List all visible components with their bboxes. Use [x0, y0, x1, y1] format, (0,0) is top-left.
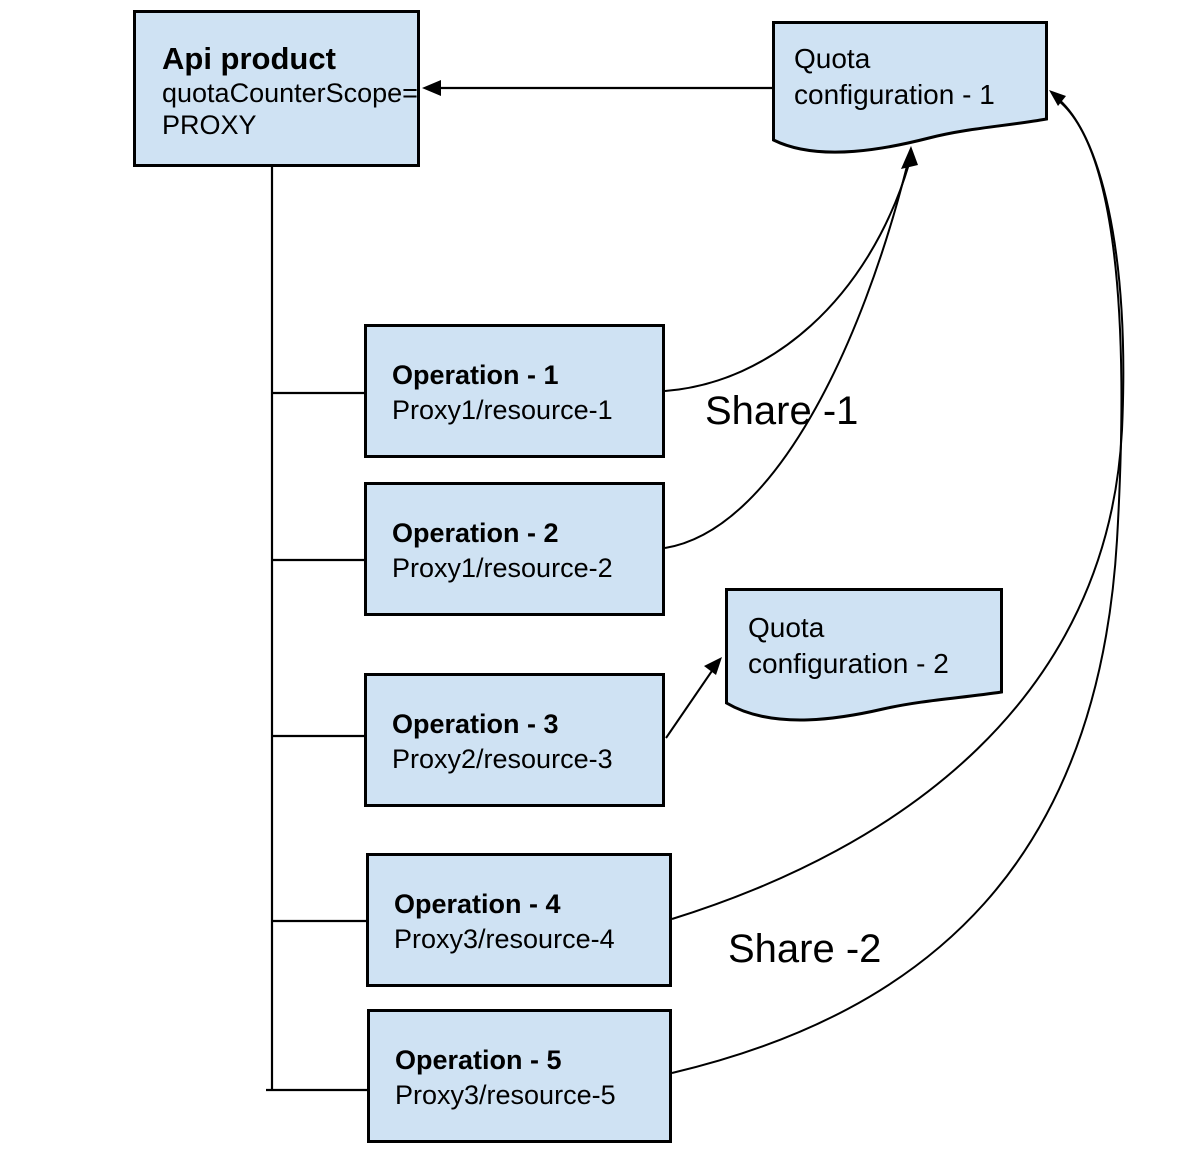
- edge-label-share-2: Share -2: [728, 927, 882, 971]
- edge-share2-arrowhead: [1049, 90, 1066, 106]
- edge-quota1-to-api-arrowhead: [422, 80, 441, 96]
- edge-op3-arrowhead: [704, 657, 722, 675]
- edge-op3-to-quota2: [665, 664, 717, 739]
- quota-configuration-2-label: Quota configuration - 2: [725, 588, 949, 682]
- quota1-line1: Quota: [794, 43, 871, 74]
- api-product-attr-line2: PROXY: [162, 110, 257, 140]
- operation-3-title: Operation - 3: [392, 709, 559, 739]
- edge-op5-to-quota1: [671, 100, 1123, 1074]
- edge-share1-arrowhead: [901, 146, 918, 169]
- operation-4-path: Proxy3/resource-4: [394, 924, 615, 954]
- quota2-line1: Quota: [748, 612, 825, 643]
- document-shape-icon: [772, 21, 1048, 154]
- operation-2-title: Operation - 2: [392, 518, 559, 548]
- quota-configuration-1-label: Quota configuration - 1: [772, 21, 995, 113]
- node-quota-configuration-1: Quota configuration - 1: [772, 21, 1049, 169]
- node-operation-1: Operation - 1 Proxy1/resource-1: [364, 324, 665, 458]
- operation-4-title: Operation - 4: [394, 889, 561, 919]
- operation-2-path: Proxy1/resource-2: [392, 553, 613, 583]
- api-product-title: Api product: [162, 41, 336, 76]
- node-operation-2: Operation - 2 Proxy1/resource-2: [364, 482, 665, 616]
- edge-op2-to-quota1: [664, 165, 908, 549]
- operation-5-title: Operation - 5: [395, 1045, 562, 1075]
- node-quota-configuration-2: Quota configuration - 2: [725, 588, 1004, 736]
- node-operation-4: Operation - 4 Proxy3/resource-4: [366, 853, 672, 987]
- edge-label-share-1: Share -1: [705, 389, 859, 433]
- edge-api-product-trunk: [266, 167, 367, 1092]
- document-shape-icon: [725, 588, 1003, 722]
- node-api-product: Api product quotaCounterScope= PROXY: [133, 10, 420, 167]
- node-operation-5: Operation - 5 Proxy3/resource-5: [367, 1009, 672, 1143]
- api-product-attr-line1: quotaCounterScope=: [162, 78, 418, 108]
- operation-5-path: Proxy3/resource-5: [395, 1080, 616, 1110]
- quota1-line2: configuration - 1: [794, 79, 995, 110]
- quota2-line2: configuration - 2: [748, 648, 949, 679]
- node-operation-3: Operation - 3 Proxy2/resource-3: [364, 673, 665, 807]
- operation-1-path: Proxy1/resource-1: [392, 395, 613, 425]
- operation-1-title: Operation - 1: [392, 360, 559, 390]
- edge-op1-to-quota1: [664, 163, 910, 392]
- operation-3-path: Proxy2/resource-3: [392, 744, 613, 774]
